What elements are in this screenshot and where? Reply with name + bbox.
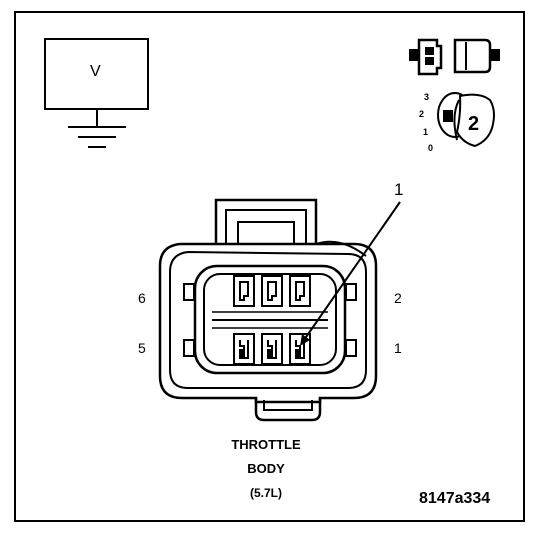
pin-label-5: 5 — [138, 340, 146, 356]
key-position-0: 0 — [428, 143, 434, 153]
figure-id: 8147a334 — [419, 490, 491, 507]
caption-line-1: THROTTLE — [231, 437, 301, 452]
caption-line-3: (5.7L) — [249, 486, 282, 500]
meter-symbol-label: V — [90, 63, 101, 80]
key-position-2: 2 — [419, 109, 425, 119]
throttle-body-connector — [158, 198, 378, 422]
connector-plug-icon — [409, 38, 500, 76]
pin-label-1: 1 — [394, 340, 402, 356]
terminal-pins-bottom-row — [233, 333, 311, 365]
pin-label-6: 6 — [138, 290, 146, 306]
callout-leader-line — [300, 201, 401, 346]
ignition-key-icon — [437, 92, 495, 148]
terminal-pins-top-row — [233, 275, 311, 307]
key-position-1: 1 — [423, 127, 429, 137]
key-number: 2 — [468, 113, 480, 135]
key-position-3: 3 — [424, 92, 430, 102]
ground-icon — [68, 126, 126, 148]
callout-number: 1 — [394, 180, 404, 199]
caption-line-2: BODY — [247, 461, 285, 476]
voltmeter-symbol — [44, 38, 149, 127]
pin-label-2: 2 — [394, 290, 402, 306]
